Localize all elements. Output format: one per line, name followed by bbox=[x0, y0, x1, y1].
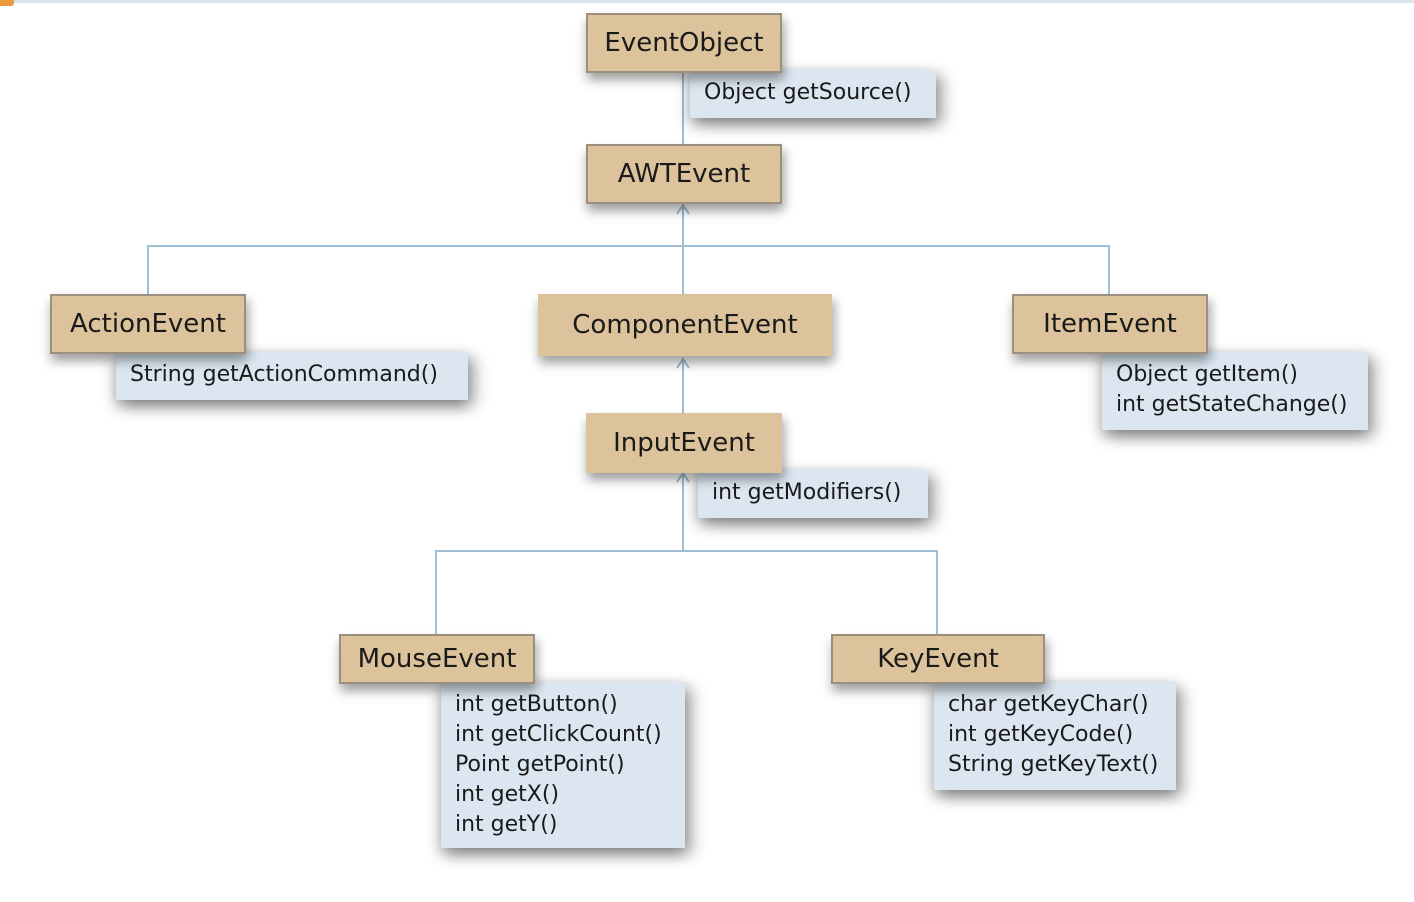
method-entry: char getKeyChar() bbox=[948, 692, 1149, 717]
top-border-rule bbox=[0, 0, 1414, 3]
connector-branch-keyevent bbox=[683, 550, 938, 634]
mouseevent-class-box: MouseEvent bbox=[339, 634, 535, 684]
itemevent-class-box: ItemEvent bbox=[1012, 294, 1208, 354]
class-name: EventObject bbox=[604, 28, 764, 58]
class-name: MouseEvent bbox=[357, 644, 517, 674]
method-entry: int getY() bbox=[455, 812, 558, 837]
class-name: ComponentEvent bbox=[572, 310, 798, 340]
eventobject-class-box: EventObject bbox=[586, 13, 782, 73]
method-entry: int getKeyCode() bbox=[948, 722, 1134, 747]
inputevent-class-box: InputEvent bbox=[586, 413, 782, 473]
class-name: KeyEvent bbox=[877, 644, 999, 674]
eventobject-methods: Object getSource() bbox=[690, 70, 936, 118]
method-entry: Point getPoint() bbox=[455, 752, 625, 777]
inheritance-arrow-awtevent bbox=[676, 203, 690, 215]
connector-branch-actionevent bbox=[147, 245, 683, 296]
inheritance-arrow-componentevent bbox=[676, 357, 690, 369]
keyevent-methods: char getKeyChar() int getKeyCode() Strin… bbox=[934, 682, 1176, 790]
class-name: AWTEvent bbox=[617, 159, 751, 189]
class-name: InputEvent bbox=[613, 428, 755, 458]
inputevent-methods: int getModifiers() bbox=[698, 470, 928, 518]
inheritance-arrow-inputevent bbox=[676, 471, 690, 483]
method-entry: int getClickCount() bbox=[455, 722, 662, 747]
itemevent-methods: Object getItem() int getStateChange() bbox=[1102, 352, 1368, 430]
actionevent-methods: String getActionCommand() bbox=[116, 352, 468, 400]
method-entry: String getKeyText() bbox=[948, 752, 1159, 777]
method-entry: int getButton() bbox=[455, 692, 618, 717]
awtevent-class-box: AWTEvent bbox=[586, 144, 782, 204]
keyevent-class-box: KeyEvent bbox=[831, 634, 1045, 684]
method-entry: int getX() bbox=[455, 782, 560, 807]
method-entry: Object getItem() bbox=[1116, 362, 1299, 387]
actionevent-class-box: ActionEvent bbox=[50, 294, 246, 354]
componentevent-class-box: ComponentEvent bbox=[538, 294, 832, 356]
method-entry: int getStateChange() bbox=[1116, 392, 1348, 417]
connector-branch-itemevent bbox=[683, 245, 1110, 296]
corner-accent-mark bbox=[0, 0, 14, 6]
class-name: ItemEvent bbox=[1043, 309, 1177, 339]
method-entry: int getModifiers() bbox=[712, 480, 902, 505]
class-name: ActionEvent bbox=[70, 309, 226, 339]
method-entry: Object getSource() bbox=[704, 80, 912, 105]
mouseevent-methods: int getButton() int getClickCount() Poin… bbox=[441, 682, 685, 848]
method-entry: String getActionCommand() bbox=[130, 362, 438, 387]
connector-branch-mouseevent bbox=[435, 550, 683, 634]
